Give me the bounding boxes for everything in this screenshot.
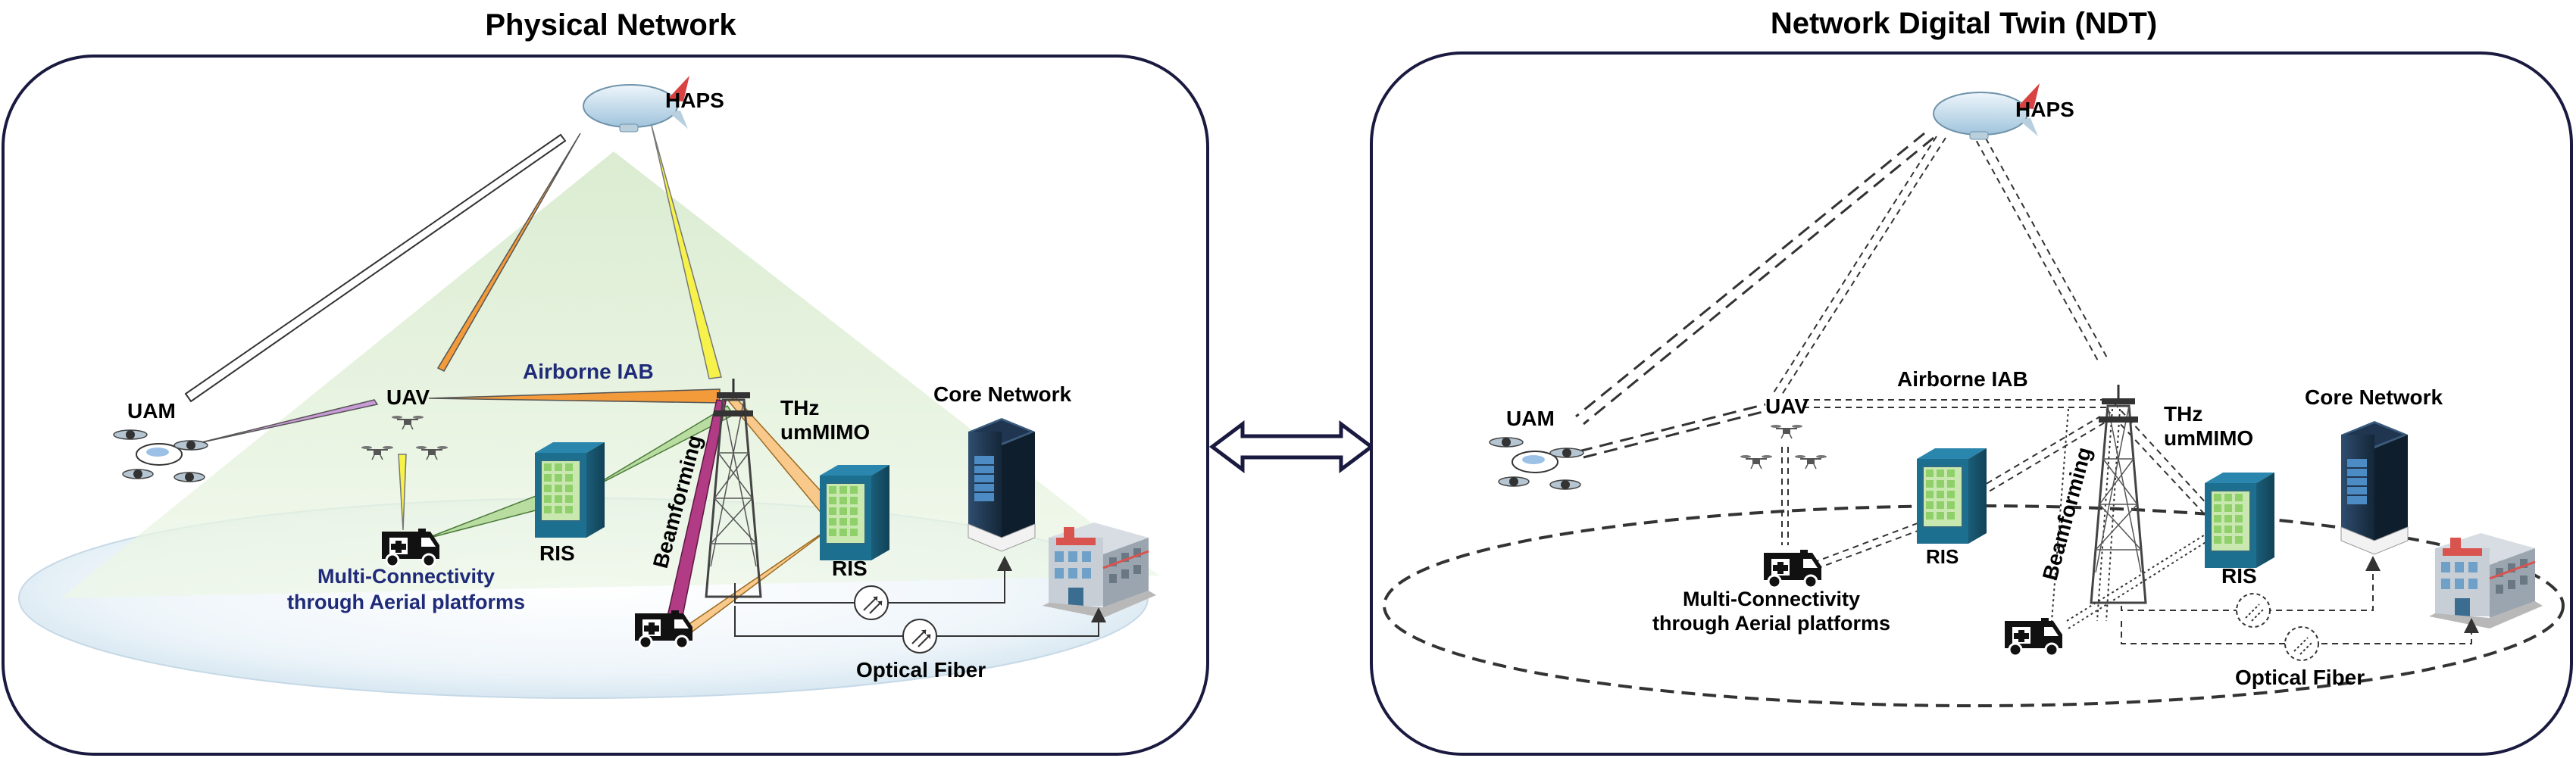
optical-coupler-icon-2: [902, 619, 937, 654]
twin-links: [1575, 128, 2219, 629]
beam-haps-uav: [436, 133, 581, 372]
twin-panel-title: Network Digital Twin (NDT): [1771, 7, 2157, 40]
twin-optical-coupler-icon-1: [2236, 593, 2271, 628]
twin-ris-right-label: RIS: [2221, 564, 2257, 588]
core-network-server-icon: [968, 417, 1036, 552]
twin-optical-coupler-icon-2: [2284, 626, 2319, 661]
twin-core-network-server-icon: [2340, 420, 2409, 555]
twin-thz-label-line1: THz: [2164, 402, 2202, 426]
physical-network-panel: Physical Network HAPS UAM UAV Airborne I…: [2, 8, 1209, 756]
core-network-label: Core Network: [933, 382, 1071, 406]
twin-thz-label-line2: umMIMO: [2164, 426, 2253, 450]
ris-right-icon: [819, 464, 890, 561]
thz-label-line2: umMIMO: [780, 420, 870, 444]
twin-ris-left-icon: [1916, 448, 1987, 544]
digital-twin-panel: Network Digital Twin (NDT) HAPS UAM UAV: [1370, 7, 2573, 756]
ris-left-label: RIS: [539, 541, 575, 565]
airborne-iab-label: Airborne IAB: [523, 360, 654, 383]
twin-multi-connectivity-label-line2: through Aerial platforms: [1652, 612, 1890, 635]
multi-connectivity-label-line1: Multi-Connectivity: [317, 565, 495, 588]
optical-fiber-label: Optical Fiber: [856, 658, 986, 682]
twin-ris-left-label: RIS: [1926, 545, 1959, 568]
ris-right-label: RIS: [832, 557, 868, 580]
haps-label: HAPS: [665, 89, 724, 112]
ris-left-icon: [534, 441, 605, 538]
twin-panel-frame: [1370, 51, 2573, 756]
multi-connectivity-label-line2: through Aerial platforms: [287, 591, 525, 613]
twin-multi-connectivity-label-line1: Multi-Connectivity: [1683, 588, 1860, 610]
twin-sync-arrow: [1208, 420, 1375, 473]
uav-label: UAV: [386, 385, 430, 409]
twin-optical-fiber-label: Optical Fiber: [2235, 666, 2365, 689]
optical-coupler-icon-1: [854, 585, 889, 620]
twin-airborne-iab-label: Airborne IAB: [1897, 367, 2028, 391]
beam-uam-uav: [195, 399, 379, 445]
beam-uav-ambulance: [398, 454, 407, 531]
beam-haps-tower: [651, 125, 722, 379]
twin-haps-label: HAPS: [2015, 98, 2074, 121]
beam-haps-uam: [184, 133, 567, 403]
twin-ris-right-icon: [2204, 472, 2275, 569]
thz-label-line1: THz: [780, 396, 819, 420]
twin-uav-label: UAV: [1765, 395, 1809, 418]
uam-label: UAM: [127, 399, 176, 423]
twin-core-network-label: Core Network: [2305, 385, 2443, 409]
physical-panel-title: Physical Network: [485, 8, 736, 42]
twin-uam-label: UAM: [1506, 407, 1555, 430]
